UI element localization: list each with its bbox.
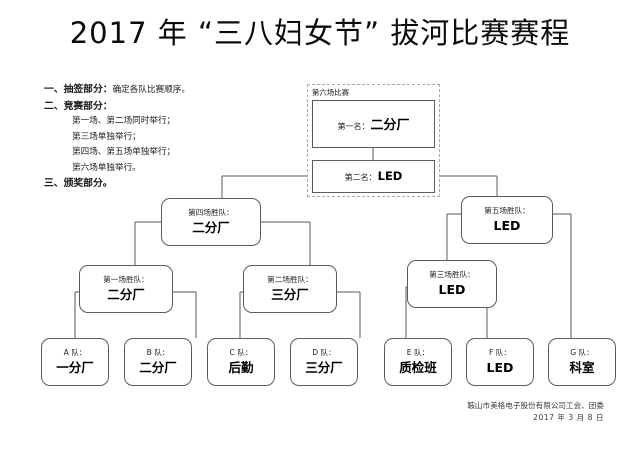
rule-item-2-heading: 二、竞赛部分： — [44, 100, 113, 112]
footer-date: 2017 年 3 月 8 日 — [533, 413, 604, 422]
rule-item-1: 一、抽签部分：确定各队比赛顺序。 — [44, 82, 294, 99]
semifinal-winner-4-label: 第四场胜队： — [188, 208, 234, 217]
team-box-b[interactable]: B 队： 二分厂 — [124, 338, 192, 386]
team-box-d[interactable]: D 队： 三分厂 — [290, 338, 358, 386]
final-stage-caption: 第六场比赛 — [312, 88, 349, 97]
team-c-value: 后勤 — [228, 360, 254, 375]
team-e-label: E 队： — [406, 348, 430, 357]
team-b-value: 二分厂 — [139, 360, 177, 375]
final-second-place-value: LED — [377, 169, 403, 183]
final-stage-group — [307, 84, 440, 197]
footer-organization: 鞍山市美格电子股份有限公司工会、团委 — [467, 401, 604, 410]
final-first-place-value: 二分厂 — [370, 118, 410, 133]
rule-sub-4: 第六场单独举行。 — [72, 162, 141, 173]
team-g-label: G 队： — [570, 348, 594, 357]
rules-block: 一、抽签部分：确定各队比赛顺序。 二、竞赛部分： 第一场、第二场同时举行； 第三… — [44, 82, 294, 192]
quarterfinal-winner-1-box[interactable]: 第一场胜队： 二分厂 — [79, 265, 173, 313]
semifinal-winner-4-box[interactable]: 第四场胜队： 二分厂 — [161, 198, 261, 246]
rule-item-1-tail: 确定各队比赛顺序。 — [112, 85, 190, 95]
team-c-label: C 队： — [229, 348, 253, 357]
team-f-label: F 队： — [489, 348, 511, 357]
rule-item-2: 二、竞赛部分： — [44, 99, 294, 115]
team-box-c[interactable]: C 队： 后勤 — [207, 338, 275, 386]
rule-item-3-heading: 三、颁奖部分。 — [44, 178, 113, 189]
team-e-value: 质检班 — [399, 360, 437, 375]
semifinal-winner-5-label: 第五场胜队： — [484, 206, 530, 215]
quarterfinal-winner-3-box[interactable]: 第三场胜队： LED — [407, 260, 497, 308]
final-second-place-label: 第二名： — [344, 173, 377, 182]
team-f-value: LED — [486, 360, 514, 375]
team-g-value: 科室 — [569, 360, 595, 375]
semifinal-winner-4-value: 二分厂 — [192, 220, 230, 235]
team-box-e[interactable]: E 队： 质检班 — [384, 338, 452, 386]
team-d-value: 三分厂 — [305, 360, 343, 375]
page-title: 2017 年 “三八妇女节” 拔河比赛赛程 — [69, 16, 571, 50]
rule-sub-2: 第三场单独举行； — [72, 131, 141, 142]
quarterfinal-winner-2-box[interactable]: 第二场胜队： 三分厂 — [243, 265, 337, 313]
final-second-place-box[interactable]: 第二名： LED — [312, 160, 435, 193]
footer-signature: 鞍山市美格电子股份有限公司工会、团委 2017 年 3 月 8 日 — [467, 400, 604, 424]
final-first-place-label: 第一名： — [337, 122, 370, 131]
team-a-label: A 队： — [63, 348, 87, 357]
team-box-a[interactable]: A 队： 一分厂 — [41, 338, 109, 386]
team-box-f[interactable]: F 队： LED — [466, 338, 534, 386]
semifinal-winner-5-box[interactable]: 第五场胜队： LED — [461, 196, 553, 244]
team-box-g[interactable]: G 队： 科室 — [548, 338, 616, 386]
final-first-place-box[interactable]: 第一名： 二分厂 — [312, 100, 435, 148]
rule-sub-1: 第一场、第二场同时举行； — [72, 116, 176, 126]
quarterfinal-winner-1-value: 二分厂 — [107, 287, 145, 302]
team-a-value: 一分厂 — [56, 360, 94, 375]
semifinal-winner-5-value: LED — [493, 218, 521, 233]
quarterfinal-winner-1-label: 第一场胜队： — [103, 275, 149, 284]
rule-item-1-heading: 一、抽签部分： — [44, 84, 113, 95]
quarterfinal-winner-3-value: LED — [438, 282, 466, 297]
quarterfinal-winner-2-value: 三分厂 — [271, 287, 309, 302]
quarterfinal-winner-3-label: 第三场胜队： — [429, 270, 475, 279]
team-d-label: D 队： — [312, 348, 336, 357]
rule-sub-3: 第四场、第五场单独举行； — [72, 147, 176, 157]
rule-item-3: 三、颁奖部分。 — [44, 176, 294, 192]
quarterfinal-winner-2-label: 第二场胜队： — [267, 275, 313, 284]
team-b-label: B 队： — [146, 348, 170, 357]
